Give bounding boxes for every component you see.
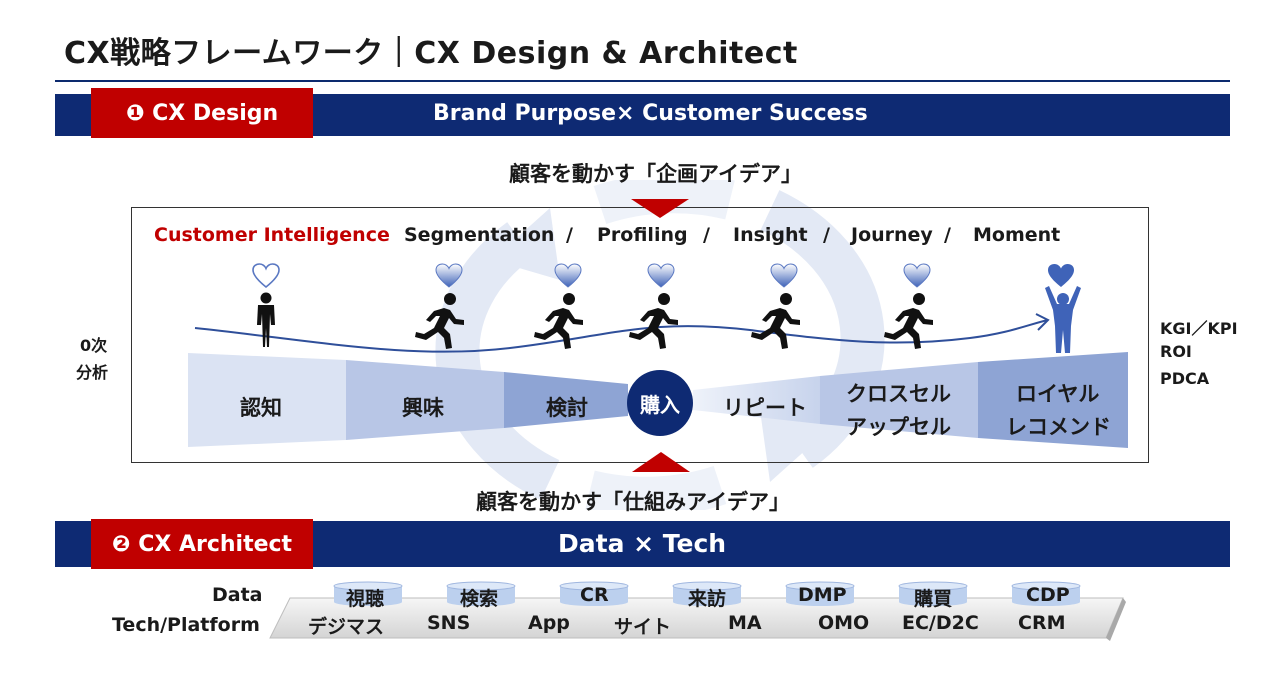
data-item-viewing: 視聴 [346,588,385,610]
planning-idea-label: 顧客を動かす「企画アイデア」 [509,162,802,186]
heart-gradient-icon [435,263,463,288]
platform-item-omo: OMO [818,612,870,634]
customer-intelligence-label: Customer Intelligence [154,224,390,246]
roi-label: ROI [1160,342,1192,361]
data-cylinder-icon [333,581,403,606]
triangle-down-icon [631,199,689,218]
stage-repeat: リピート [723,396,807,420]
platform-item-site: サイト [614,616,672,638]
cheering-person-icon [1045,286,1081,353]
page-title: CX戦略フレームワーク｜CX Design & Architect [64,36,798,71]
heart-filled-icon [1048,264,1074,287]
stage-awareness: 認知 [240,396,282,420]
running-person-icon [884,293,933,349]
running-person-icon [629,293,678,349]
separator-1: / [566,224,573,246]
data-item-cdp: CDP [1026,584,1070,606]
journey-curve [194,313,1050,353]
heart-gradient-icon [647,263,675,288]
cx-design-tag: ❶ CX Design [91,88,313,138]
running-person-icon [751,293,800,349]
cycle-arrows-icon [435,180,885,510]
platform-item-ec-d2c: EC/D2C [902,612,979,634]
heart-gradient-icon [903,263,931,288]
insight-label: Insight [733,224,808,246]
heart-gradient-icon [554,263,582,288]
stage-interest: 興味 [402,396,444,420]
stage-recommend: レコメンド [1006,415,1111,439]
heart-outline-icon [252,263,280,289]
platform-item-app: App [528,612,570,634]
stage-loyalty: ロイヤル [1016,382,1100,406]
platform-item-ma: MA [728,612,762,634]
data-cylinder-icon [446,581,516,606]
stage-purchase: 購入 [627,370,693,436]
cx-architect-tag: ❷ CX Architect [91,519,313,569]
standing-person-icon [257,292,275,347]
title-divider [55,80,1230,82]
platform-item-sns: SNS [427,612,471,634]
triangle-up-icon [632,452,690,472]
data-cylinder-icon [672,581,742,606]
stage-consideration: 検討 [546,396,588,420]
stage-cross-sell: クロスセル [846,382,951,406]
platform-label: Tech/Platform [112,614,260,636]
data-cylinder-icon [785,581,855,606]
kgi-kpi-label: KGI／KPI [1160,319,1238,338]
moment-label: Moment [973,224,1061,246]
journey-label: Journey [851,224,933,246]
pdca-label: PDCA [1160,369,1210,388]
zero-analysis-label-2: 分析 [76,363,109,382]
heart-gradient-icon [770,263,798,288]
stage-up-sell: アップセル [846,415,951,439]
cx-architect-band-text: Data × Tech [558,529,727,558]
data-item-purchase: 購買 [914,588,953,610]
data-item-cr: CR [580,584,609,606]
data-cylinder-icon [1011,581,1081,606]
data-item-search: 検索 [460,588,499,610]
profiling-label: Profiling [597,224,688,246]
data-item-visit: 来訪 [688,588,727,610]
data-cylinder-icon [898,581,968,606]
journey-funnel [188,352,1128,448]
mechanism-idea-label: 顧客を動かす「仕組みアイデア」 [476,490,790,514]
running-person-icon [534,293,583,349]
separator-3: / [823,224,830,246]
separator-4: / [944,224,951,246]
zero-analysis-label-1: 0次 [80,336,108,355]
customer-journey-panel [131,207,1149,463]
data-label: Data [212,584,263,606]
separator-2: / [703,224,710,246]
data-cylinder-icon [559,581,629,606]
data-item-dmp: DMP [798,584,847,606]
segmentation-label: Segmentation [404,224,555,246]
platform-item-digimas: デジマス [308,616,385,638]
running-person-icon [415,293,464,349]
platform-item-crm: CRM [1018,612,1066,634]
cx-design-band-text: Brand Purpose× Customer Success [433,101,868,126]
